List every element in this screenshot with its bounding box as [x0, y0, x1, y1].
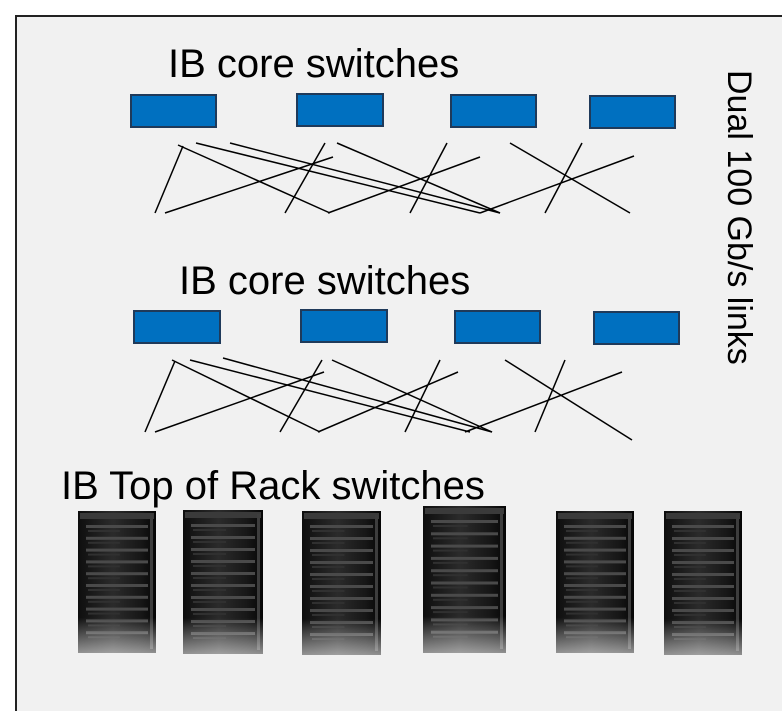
- rack-server: [556, 511, 634, 653]
- link-line: [534, 359, 566, 433]
- link-line: [229, 142, 501, 214]
- link-line: [171, 359, 321, 433]
- core-switch: [589, 95, 676, 129]
- rack-server: [664, 511, 742, 655]
- rack-server: [78, 511, 156, 653]
- rack-server: [302, 511, 381, 655]
- link-line: [404, 359, 441, 433]
- core-switch: [296, 93, 384, 127]
- rack-reflection: [183, 510, 263, 654]
- core-switch-row-middle: [133, 309, 680, 345]
- link-line: [195, 142, 481, 214]
- link-line: [164, 156, 334, 214]
- core-switch: [300, 309, 388, 343]
- links-middle-tier: [144, 357, 633, 441]
- core-switch: [450, 94, 537, 128]
- links-top-tier: [154, 142, 635, 214]
- link-line: [154, 145, 184, 214]
- core-switch: [130, 94, 217, 128]
- rack-server: [423, 506, 506, 653]
- core-switch: [454, 310, 541, 344]
- tor-switches-title: IB Top of Rack switches: [61, 464, 485, 508]
- link-line: [177, 144, 331, 214]
- link-speed-label: Dual 100 Gb/s links: [720, 70, 758, 365]
- link-line: [336, 142, 501, 214]
- link-line: [409, 142, 448, 214]
- rack-reflection: [664, 511, 742, 655]
- core-switches-title-middle: IB core switches: [179, 259, 470, 303]
- rack-reflection: [556, 511, 634, 653]
- rack-reflection: [302, 511, 381, 655]
- link-line: [544, 142, 583, 214]
- rack-reflection: [423, 506, 506, 653]
- link-line: [504, 359, 633, 441]
- rack-reflection: [78, 511, 156, 653]
- link-line: [327, 156, 481, 214]
- link-line: [279, 359, 323, 433]
- rack-server: [183, 510, 263, 654]
- link-line: [509, 142, 631, 214]
- link-line: [144, 360, 176, 433]
- rack-row: [78, 506, 742, 655]
- core-switches-title-top: IB core switches: [168, 42, 459, 86]
- core-switch: [593, 311, 680, 345]
- link-line: [331, 359, 493, 433]
- link-line: [479, 155, 635, 214]
- core-switch-row-top: [130, 93, 676, 129]
- link-line: [464, 371, 623, 433]
- link-line: [317, 371, 459, 433]
- core-switch: [133, 310, 221, 344]
- link-line: [189, 359, 471, 433]
- link-line: [154, 371, 325, 433]
- link-line: [222, 357, 493, 433]
- link-line: [284, 142, 326, 214]
